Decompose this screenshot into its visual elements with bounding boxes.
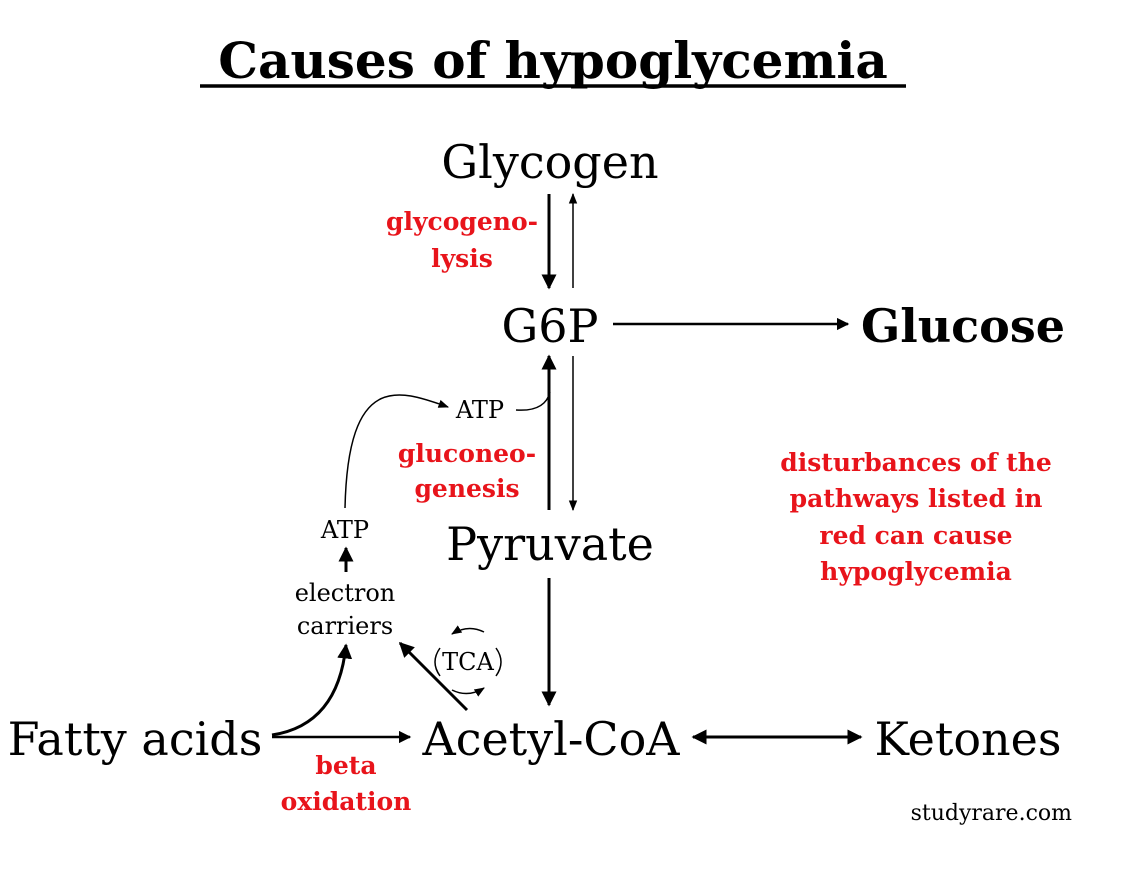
node-pyruvate: Pyruvate (446, 517, 654, 571)
note-line4: hypoglycemia (820, 557, 1012, 586)
pathway-gluconeogenesis-line2: genesis (414, 474, 519, 503)
pathway-glycogenolysis-line1: glycogeno- (386, 207, 538, 236)
node-glucose: Glucose (861, 299, 1065, 353)
tca-cycle-icon (434, 625, 502, 697)
atp-top-label: ATP (455, 396, 504, 424)
node-acetyl-coa: Acetyl-CoA (421, 712, 680, 766)
pathway-gluconeogenesis-line1: gluconeo- (398, 439, 536, 468)
pathway-beta-oxidation-line1: beta (315, 751, 376, 780)
note-line2: pathways listed in (790, 484, 1043, 513)
arrow-fatty-acids-to-electron-carriers (271, 643, 353, 737)
node-glycogen: Glycogen (441, 135, 658, 189)
atp-left-label: ATP (320, 516, 369, 544)
arrow-acetyl-coa-to-electron-carriers (398, 641, 469, 712)
pathway-beta-oxidation-line2: oxidation (281, 787, 412, 816)
atp-consumption-curve (515, 391, 551, 411)
electron-carriers-label-line1: electron (295, 579, 396, 607)
node-g6p: G6P (502, 299, 599, 353)
note-line1: disturbances of the (780, 448, 1051, 477)
node-fatty-acids: Fatty acids (8, 712, 263, 766)
credit-text: studyrare.com (911, 801, 1073, 826)
arrow-atp-to-atp-top (344, 394, 449, 509)
note-line3: red can cause (819, 521, 1012, 550)
pathway-glycogenolysis-line2: lysis (431, 244, 493, 273)
electron-carriers-label-line2: carriers (297, 612, 393, 640)
node-ketones: Ketones (875, 712, 1062, 766)
tca-label: TCA (442, 648, 494, 676)
page-title: Causes of hypoglycemia (218, 31, 888, 90)
